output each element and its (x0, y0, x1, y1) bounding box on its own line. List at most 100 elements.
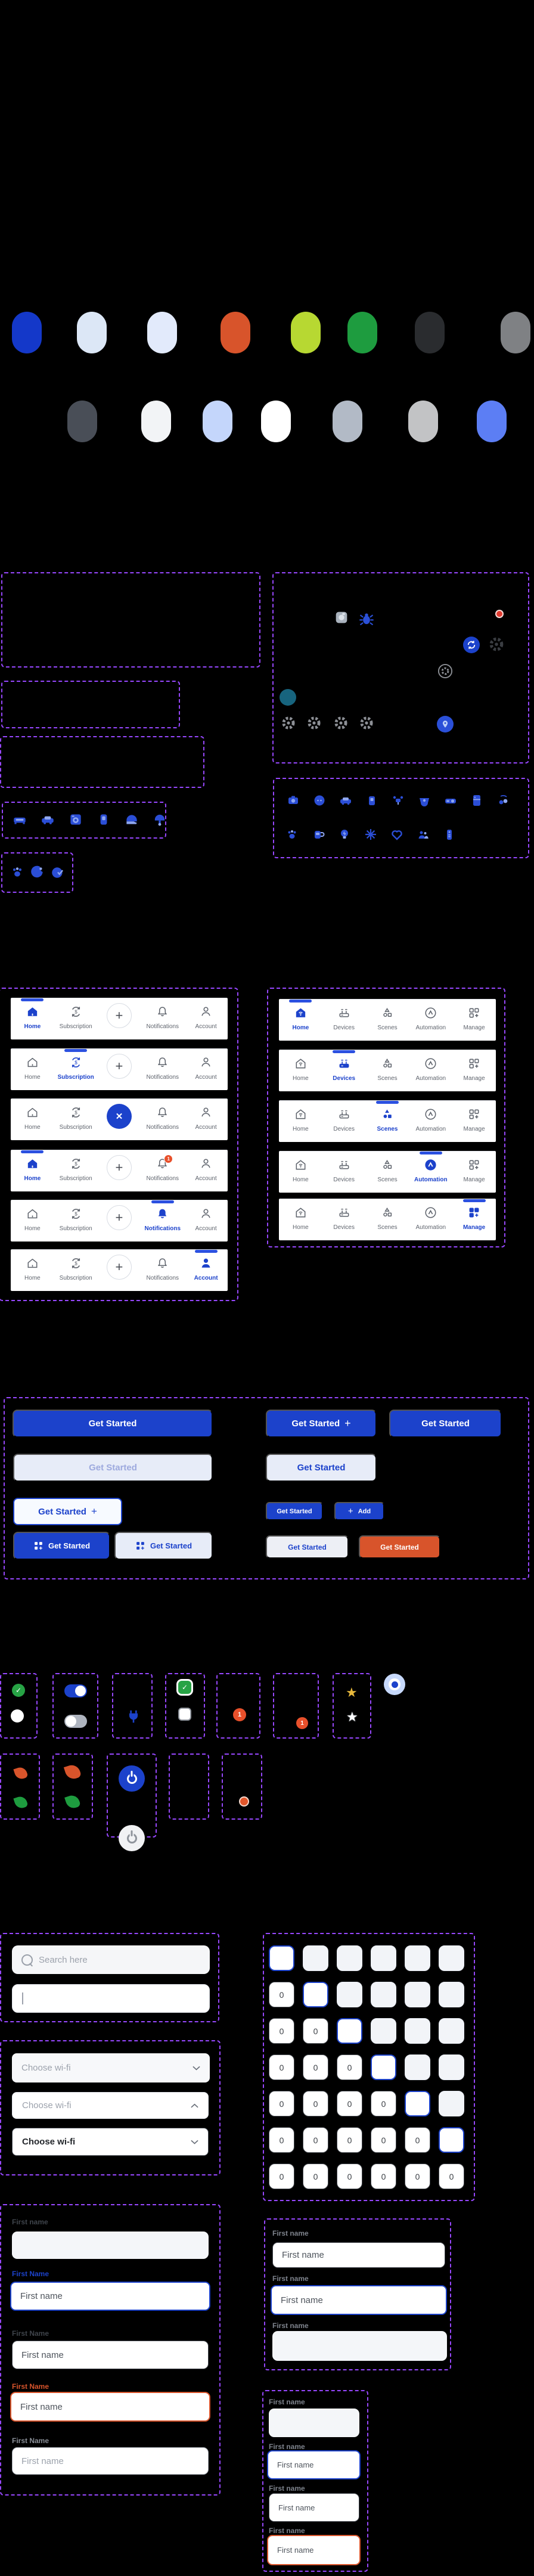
pin-cell-idle[interactable] (439, 2054, 464, 2080)
get-started-button-primary[interactable]: Get Started (389, 1410, 502, 1438)
get-started-button-ghost[interactable]: Get Started (266, 1535, 349, 1559)
smart-tab-devices[interactable]: Devices (322, 1101, 366, 1142)
app-tab-subscription[interactable]: $Subscription (54, 1250, 98, 1291)
pin-cell-filled[interactable]: 0 (405, 2164, 430, 2189)
checkbox-checked[interactable]: ✓ (178, 1681, 191, 1694)
pin-cell-filled[interactable]: 0 (303, 2018, 328, 2044)
pin-cell-idle[interactable] (405, 1982, 430, 2007)
get-started-plus-button[interactable]: Get Started+ (266, 1410, 377, 1438)
text-field-error[interactable]: First name (10, 2392, 210, 2422)
wifi-select-default[interactable]: Choose wi-fi (12, 2053, 210, 2082)
pin-cell-idle[interactable] (439, 1982, 464, 2007)
app-tab-home[interactable]: Home (11, 1250, 54, 1291)
star-filled-icon[interactable]: ★ (346, 1685, 358, 1700)
pin-cell-filled[interactable]: 0 (371, 2091, 396, 2116)
text-field-focused[interactable]: First name (10, 2282, 210, 2311)
get-started-button-outline[interactable]: Get Started+ (13, 1498, 122, 1525)
pin-cell-filled[interactable]: 0 (337, 2091, 362, 2116)
app-tab-account[interactable]: Account (184, 998, 228, 1039)
search-input[interactable]: Search here (12, 1945, 210, 1974)
smart-tab-home[interactable]: Home (279, 1199, 322, 1240)
text-field-default[interactable] (269, 2409, 359, 2437)
pin-cell-idle[interactable] (405, 2018, 430, 2044)
pin-cell-filled[interactable]: 0 (269, 2127, 294, 2153)
pin-cell-idle[interactable] (337, 1945, 362, 1971)
pin-cell-idle[interactable] (337, 1982, 362, 2007)
text-field-default[interactable] (12, 2232, 209, 2259)
smart-tab-automation[interactable]: Automation (409, 1000, 452, 1041)
app-tab-add[interactable]: + (98, 1250, 141, 1291)
app-tab-notifications[interactable]: Notifications (141, 1049, 184, 1090)
smart-tab-automation[interactable]: Automation (409, 1101, 452, 1142)
app-tab-add[interactable]: + (98, 1200, 141, 1242)
app-tab-home[interactable]: Home (11, 1099, 54, 1140)
pin-cell-filled[interactable]: 0 (405, 2127, 430, 2153)
smart-tab-manage[interactable]: Manage (452, 1152, 496, 1193)
power-button-off[interactable] (119, 1825, 145, 1851)
pin-cell-filled[interactable]: 0 (269, 2091, 294, 2116)
smart-tab-manage[interactable]: Manage (452, 1199, 496, 1240)
pin-cell-idle[interactable] (439, 2018, 464, 2044)
pin-cell-focus[interactable] (405, 2091, 430, 2116)
app-tab-notifications[interactable]: Notifications (141, 1099, 184, 1140)
app-tab-account[interactable]: Account (184, 1200, 228, 1242)
pin-cell-idle[interactable] (371, 1982, 396, 2007)
app-tab-notifications[interactable]: Notifications (141, 1250, 184, 1291)
smart-tab-manage[interactable]: Manage (452, 1101, 496, 1142)
smart-tab-home[interactable]: Home (279, 1000, 322, 1041)
app-tab-subscription[interactable]: $Subscription (54, 998, 98, 1039)
app-tab-subscription[interactable]: $Subscription (54, 1150, 98, 1191)
pin-cell-focus[interactable] (303, 1982, 328, 2007)
smart-tab-home[interactable]: Home (279, 1101, 322, 1142)
pin-cell-filled[interactable]: 0 (303, 2091, 328, 2116)
pin-cell-filled[interactable]: 0 (303, 2054, 328, 2080)
pin-cell-filled[interactable]: 0 (371, 2164, 396, 2189)
pin-cell-idle[interactable] (303, 1945, 328, 1971)
smart-tab-scenes[interactable]: Scenes (366, 1000, 409, 1041)
pin-cell-filled[interactable]: 0 (269, 2054, 294, 2080)
get-started-button-primary-large[interactable]: Get Started (13, 1410, 213, 1438)
pin-cell-idle[interactable] (371, 1945, 396, 1971)
radio-checked[interactable]: ✓ (12, 1684, 25, 1697)
power-button-on[interactable] (119, 1765, 145, 1792)
pin-cell-filled[interactable]: 0 (303, 2164, 328, 2189)
app-tab-close[interactable]: ✕ (98, 1099, 141, 1140)
app-tab-subscription[interactable]: $Subscription (54, 1200, 98, 1242)
smart-tab-devices[interactable]: Devices (322, 1000, 366, 1041)
pin-cell-idle[interactable] (439, 2091, 464, 2116)
smart-tab-automation[interactable]: Automation (409, 1199, 452, 1240)
add-button-small[interactable]: +Add (334, 1502, 384, 1520)
radio-unchecked[interactable] (11, 1709, 24, 1722)
app-tab-subscription[interactable]: $Subscription (54, 1049, 98, 1090)
wifi-select-active[interactable]: Choose wi-fi (12, 2128, 209, 2156)
smart-tab-scenes[interactable]: Scenes (366, 1101, 409, 1142)
toggle-on[interactable] (64, 1684, 87, 1697)
pin-cell-focus[interactable] (269, 1945, 294, 1971)
pin-cell-filled[interactable]: 0 (269, 2164, 294, 2189)
pin-cell-filled[interactable]: 0 (337, 2127, 362, 2153)
app-tab-home[interactable]: Home (11, 998, 54, 1039)
smart-tab-devices[interactable]: Devices (322, 1199, 366, 1240)
pin-cell-idle[interactable] (405, 1945, 430, 1971)
pin-cell-idle[interactable] (439, 1945, 464, 1971)
smart-tab-scenes[interactable]: Scenes (366, 1152, 409, 1193)
smart-tab-scenes[interactable]: Scenes (366, 1199, 409, 1240)
pin-cell-filled[interactable]: 0 (439, 2164, 464, 2189)
app-tab-home[interactable]: Home (11, 1200, 54, 1242)
star-empty-icon[interactable]: ★ (346, 1709, 358, 1724)
smart-tab-automation[interactable]: Automation (409, 1152, 452, 1193)
get-started-button-soft[interactable]: Get Started (266, 1454, 377, 1482)
text-field-default[interactable] (272, 2331, 447, 2361)
text-field-error[interactable]: First name (267, 2535, 361, 2565)
app-tab-home[interactable]: Home (11, 1150, 54, 1191)
text-field-outlined[interactable]: First name (269, 2493, 359, 2522)
get-started-button-icon-soft[interactable]: Get Started (114, 1532, 213, 1560)
smart-tab-manage[interactable]: Manage (452, 1050, 496, 1091)
pin-cell-focus[interactable] (337, 2018, 362, 2044)
get-started-button-icon-primary[interactable]: Get Started (13, 1532, 110, 1560)
app-tab-add[interactable]: + (98, 1150, 141, 1191)
pin-cell-filled[interactable]: 0 (337, 2164, 362, 2189)
smart-tab-scenes[interactable]: Scenes (366, 1050, 409, 1091)
app-tab-account[interactable]: Account (184, 1250, 228, 1291)
